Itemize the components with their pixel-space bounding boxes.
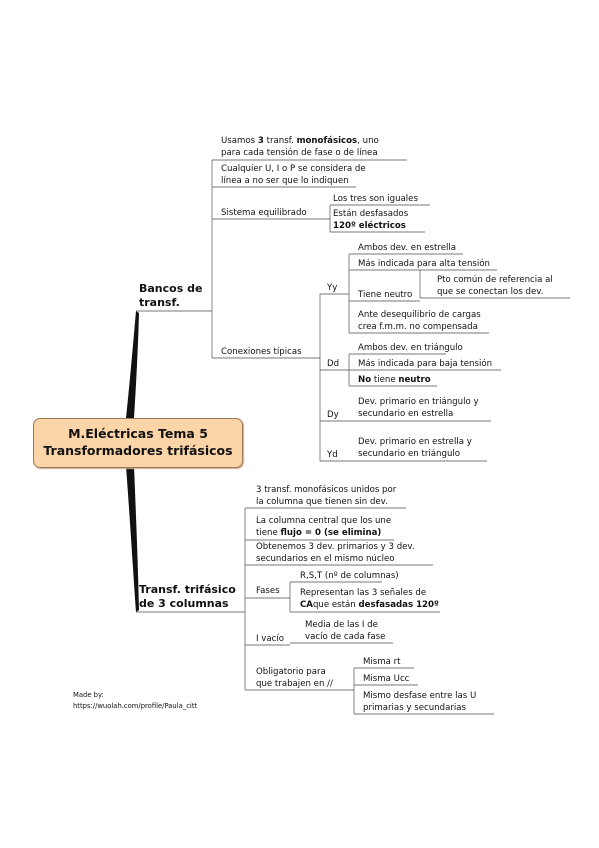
node-misma-ucc[interactable]: Misma Ucc [363,674,410,684]
text-flujo: flujo = 0 (se elimina) [280,528,382,538]
bancos-title-line2: transf. [139,296,180,309]
trifasico-node-columna-central-line2: tiene flujo = 0 (se elimina) [256,527,381,539]
bancos-node-monofasicos-line1: Usamos 3 transf. monofásicos, uno [221,135,379,147]
text-tiene: tiene [371,375,399,385]
text-no: No [358,375,372,385]
node-desfasados-line1: Están desfasados [333,209,409,219]
node-i-vacio-media-line2: vacío de cada fase [305,632,386,642]
trifasico-branch-wedge [126,466,139,612]
node-yy-pto-comun-line1: Pto común de referencia al [437,275,553,285]
text-que-estan: que están [312,600,359,610]
node-yy-pto-comun-line2: que se conectan los dev. [437,287,544,297]
trifasico-node-unidos-line2: la columna que tienen sin dev. [256,497,388,507]
node-dd[interactable]: Dd [327,359,340,369]
node-fases-senales-line2: CAque están desfasadas 120º [300,599,439,611]
node-yd[interactable]: Yd [327,450,338,460]
node-fases-senales-line1: Representan las 3 señales de [300,588,427,598]
text-3: 3 [257,136,264,146]
credit-made-by: Made by: [73,691,104,699]
trifasico-node-columna-central-line1: La columna central que los une [256,516,392,526]
bancos-node-cualquier-line1: Cualquier U, I o P se considera de [221,164,366,174]
bancos-node-cualquier-line2: línea a no ser que lo indiquen [221,176,349,186]
node-yd-desc-line2: secundario en triángulo [358,449,461,459]
node-yy-desequilibrio-line1: Ante desequilibrio de cargas [358,310,481,320]
text-usamos: Usamos [221,136,258,146]
node-dd-triangulo[interactable]: Ambos dev. en triángulo [358,343,463,353]
bancos-node-monofasicos-line2: para cada tensión de fase o de línea [221,148,378,158]
node-yy-tiene-neutro[interactable]: Tiene neutro [358,290,413,300]
text-tiene-2: tiene [256,528,281,538]
node-yy-desequilibrio-line2: crea f.m.m. no compensada [358,322,478,332]
node-dd-no-neutro[interactable]: No tiene neutro [358,374,431,386]
credit-url[interactable]: https://wuolah.com/profile/Paula_citt [73,702,198,710]
node-fases[interactable]: Fases [256,586,280,596]
node-yy-estrella[interactable]: Ambos dev. en estrella [358,243,457,253]
node-mismo-desfase-line2: primarias y secundarias [363,703,466,713]
node-conexiones-tipicas[interactable]: Conexiones típicas [221,347,302,357]
node-dd-baja-tension[interactable]: Más indicada para baja tensión [358,359,493,369]
node-tres-iguales[interactable]: Los tres son iguales [333,194,418,204]
node-yd-desc-line1: Dev. primario en estrella y [358,437,472,447]
central-title-line2: Transformadores trifásicos [43,443,233,458]
node-misma-rt[interactable]: Misma rt [363,657,401,667]
node-yy[interactable]: Yy [327,283,338,293]
trifasico-node-unidos-line1: 3 transf. monofásicos unidos por [256,485,397,495]
text-uno: , uno [357,136,379,146]
bancos-branch-wedge [126,311,139,418]
node-dy-desc-line2: secundario en estrella [358,409,454,419]
trifasico-node-devanados-line2: secundarios en el mismo núcleo [256,554,395,564]
text-neutro: neutro [398,375,431,385]
node-yy-alta-tension[interactable]: Más indicada para alta tensión [358,259,490,269]
node-i-vacio[interactable]: I vacío [256,634,284,644]
bancos-title-line1: Bancos de [139,282,203,295]
text-desfasadas: desfasadas 120º [358,600,439,610]
text-monofasicos: monofásicos [296,136,358,146]
text-transf: transf. [263,136,297,146]
trifasico-node-devanados-line1: Obtenemos 3 dev. primarios y 3 dev. [256,542,415,552]
node-dy[interactable]: Dy [327,410,339,420]
node-dy-desc-line1: Dev. primario en triángulo y [358,397,479,407]
text-ca: CA [300,600,313,610]
trifasico-title-line1: Transf. trifásico [139,583,236,596]
node-mismo-desfase-line1: Mismo desfase entre las U [363,691,477,701]
node-sistema-equilibrado[interactable]: Sistema equilibrado [221,208,307,218]
central-topic[interactable]: M.Eléctricas Tema 5 Transformadores trif… [33,418,243,468]
node-paralelo-line2: que trabajen en // [256,679,333,689]
node-paralelo-line1: Obligatorio para [256,667,326,677]
node-desfasados-line2: 120º eléctricos [333,221,406,231]
central-title-line1: M.Eléctricas Tema 5 [68,426,208,441]
trifasico-title-line2: de 3 columnas [139,597,229,610]
node-i-vacio-media-line1: Media de las I de [305,620,378,630]
node-fases-rst[interactable]: R,S,T (nº de columnas) [300,571,399,581]
